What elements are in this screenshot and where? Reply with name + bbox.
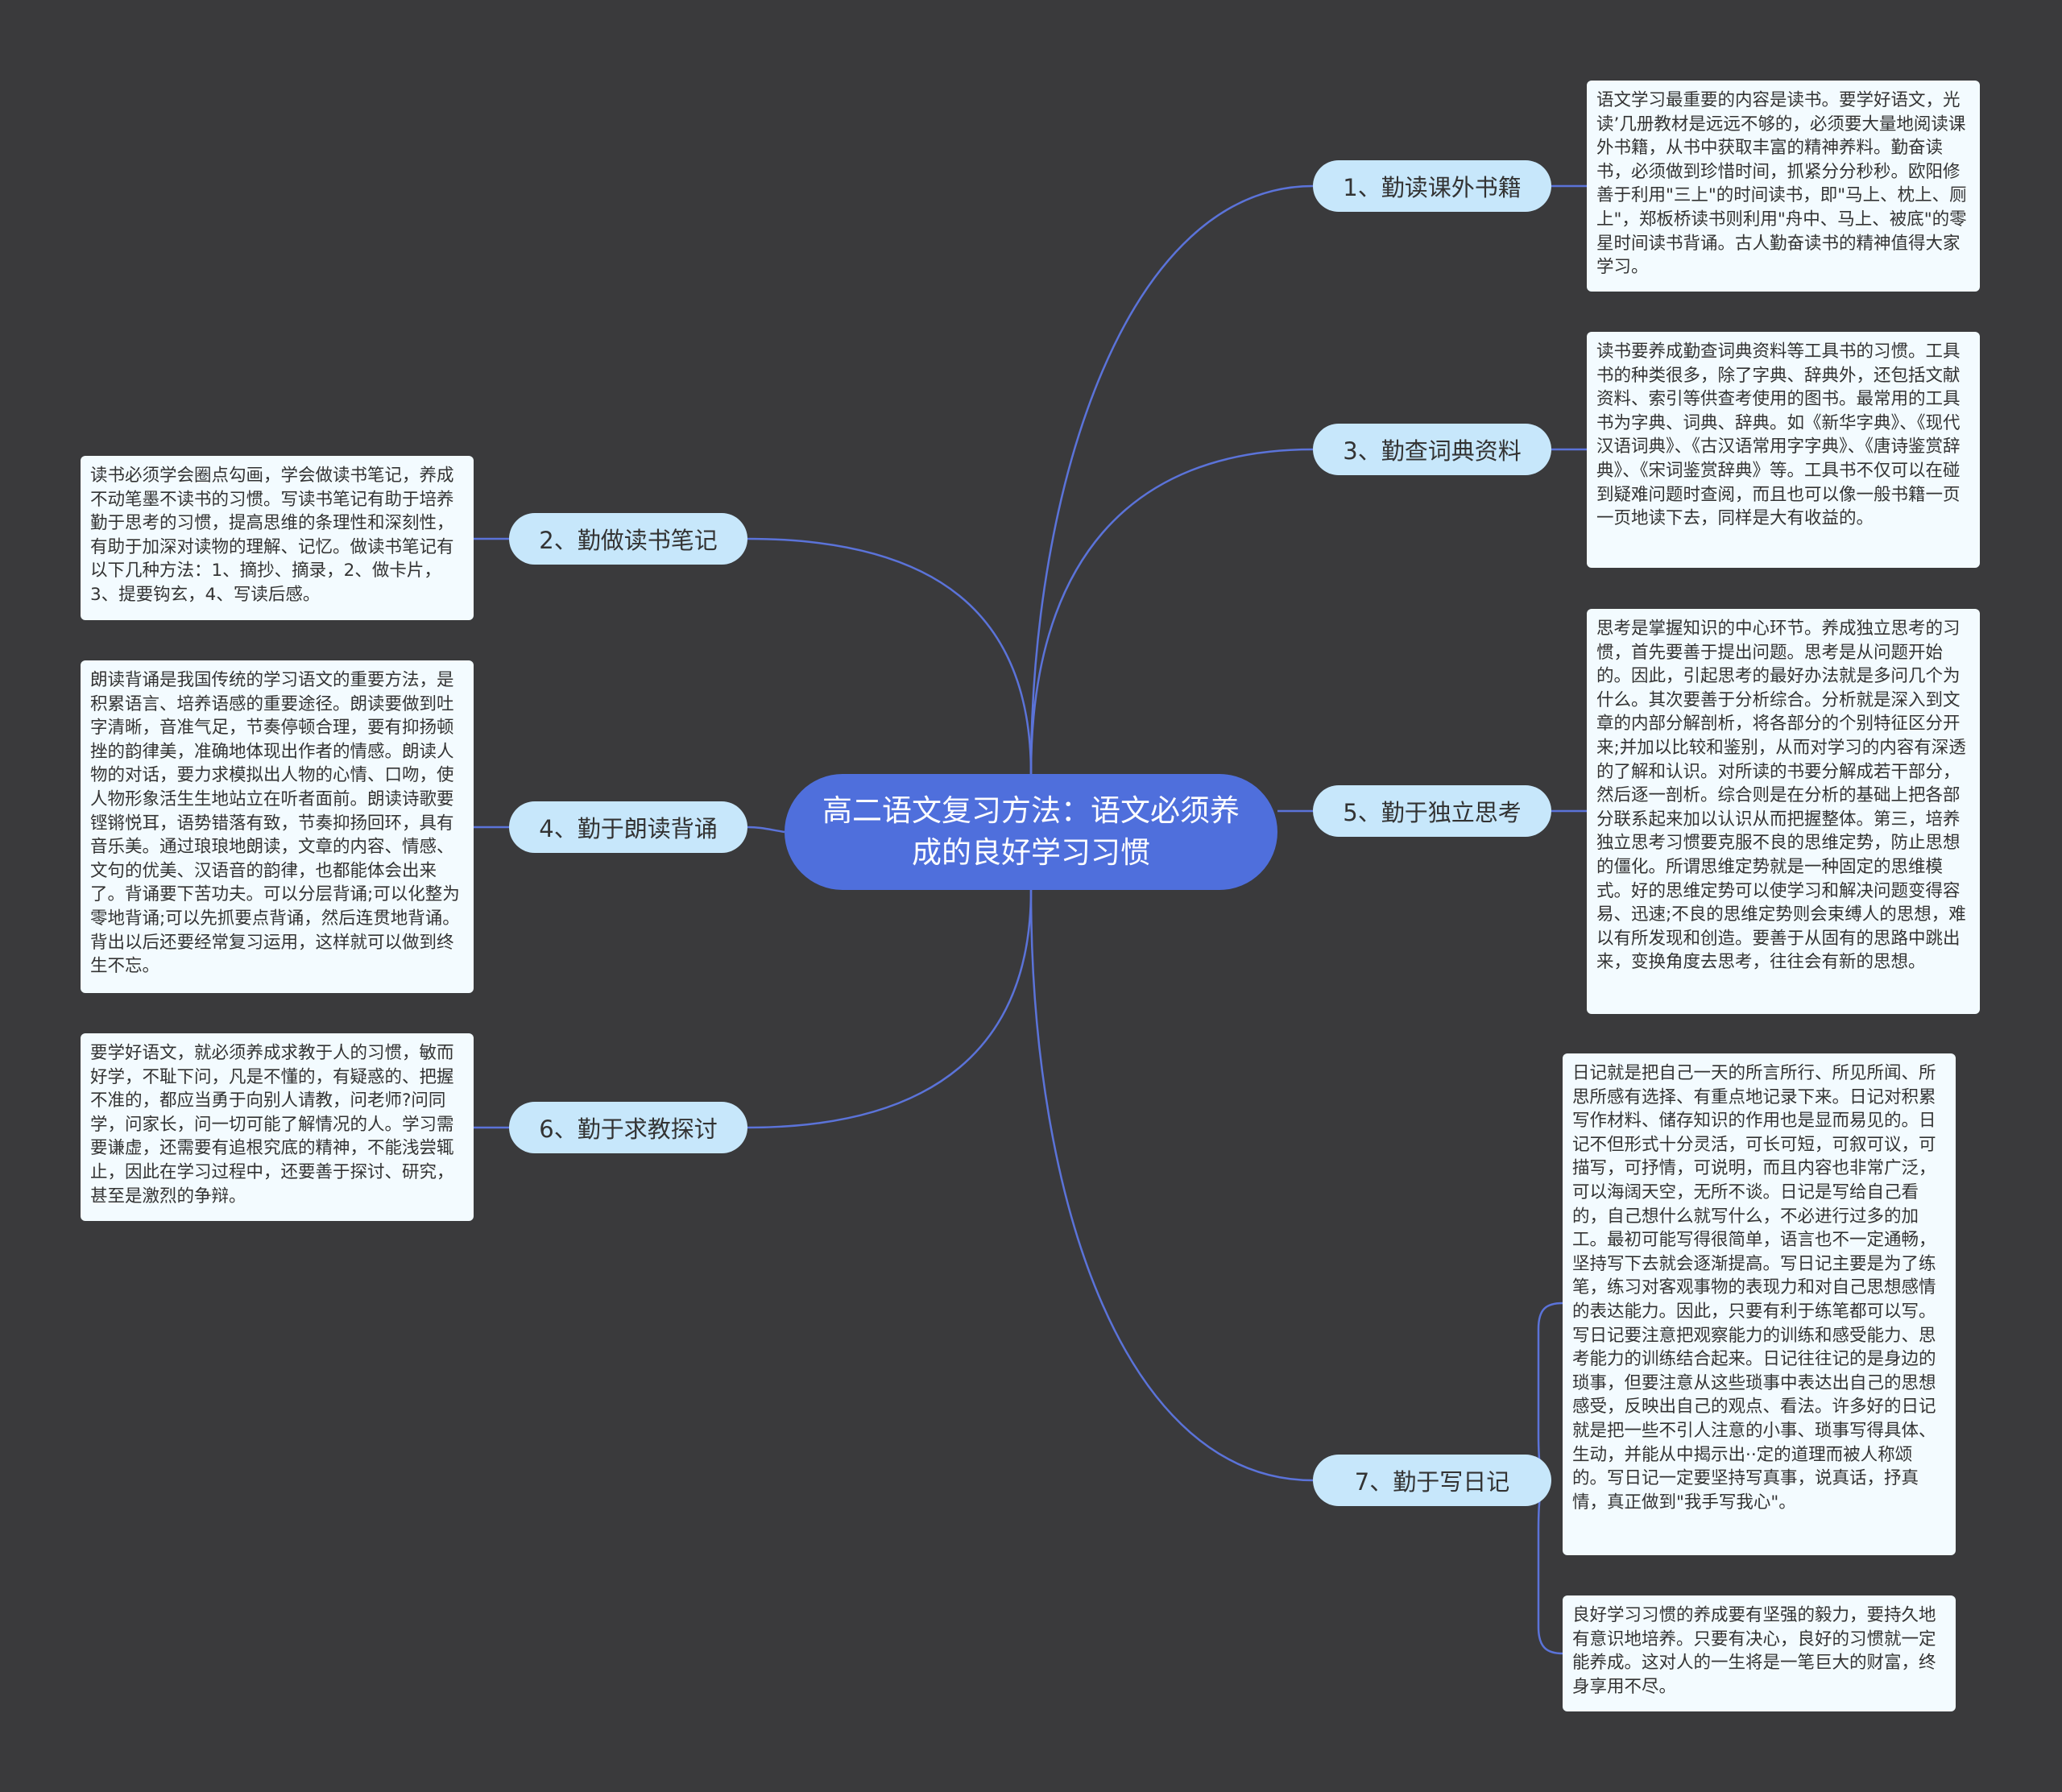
note-branch-3: 读书要养成勤查词典资料等工具书的习惯。工具书的种类很多，除了字典、辞典外，还包括…: [1587, 332, 1980, 568]
branch-2-label: 2、勤做读书笔记: [539, 527, 718, 554]
branch-3-label: 3、勤查词典资料: [1343, 437, 1522, 465]
note-branch-6-text: 要学好语文，就必须养成求教于人的习惯，敏而好学，不耻下问，凡是不懂的，有疑惑的、…: [90, 1043, 454, 1206]
branch-7-label: 7、勤于写日记: [1354, 1468, 1510, 1496]
note-branch-2-text: 读书必须学会圈点勾画，学会做读书笔记，养成不动笔墨不读书的习惯。写读书笔记有助于…: [90, 466, 454, 605]
root-topic-label: 高二语文复习方法：语文必须养成的良好学习习惯: [822, 793, 1240, 870]
branch-6-label: 6、勤于求教探讨: [539, 1115, 718, 1143]
branch-7[interactable]: 7、勤于写日记: [1313, 1455, 1551, 1506]
branch-5-label: 5、勤于独立思考: [1343, 799, 1522, 826]
link-branch-7-note-1: [1537, 1302, 1563, 1482]
note-branch-2: 读书必须学会圈点勾画，学会做读书笔记，养成不动笔墨不读书的习惯。写读书笔记有助于…: [81, 456, 474, 620]
link-root-branch-4: [747, 826, 785, 834]
note-branch-7-diary: 日记就是把自己一天的所言所行、所见所闻、所思所感有选择、有重点地记录下来。日记对…: [1563, 1053, 1956, 1555]
branch-1[interactable]: 1、勤读课外书籍: [1313, 160, 1551, 212]
note-branch-7-diary-text: 日记就是把自己一天的所言所行、所见所闻、所思所感有选择、有重点地记录下来。日记对…: [1572, 1063, 1936, 1513]
root-topic[interactable]: 高二语文复习方法：语文必须养成的良好学习习惯: [785, 774, 1277, 890]
note-branch-7-summary-text: 良好学习习惯的养成要有坚强的毅力，要持久地有意识地培养。只要有决心，良好的习惯就…: [1572, 1605, 1936, 1697]
link-branch-7-note-2: [1537, 1479, 1563, 1655]
link-root-branch-3: [1029, 448, 1314, 775]
note-branch-1-text: 语文学习最重要的内容是读书。要学好语文，光读’几册教材是远远不够的，必须要大量地…: [1596, 90, 1967, 278]
branch-4[interactable]: 4、勤于朗读背诵: [509, 801, 747, 853]
note-branch-4: 朗读背诵是我国传统的学习语文的重要方法，是积累语言、培养语感的重要途径。朗读要做…: [81, 660, 474, 993]
note-branch-5-text: 思考是掌握知识的中心环节。养成独立思考的习惯，首先要善于提出问题。思考是从问题开…: [1596, 619, 1966, 973]
note-branch-6: 要学好语文，就必须养成求教于人的习惯，敏而好学，不耻下问，凡是不懂的，有疑惑的、…: [81, 1033, 474, 1221]
note-branch-4-text: 朗读背诵是我国传统的学习语文的重要方法，是积累语言、培养语感的重要途径。朗读要做…: [90, 670, 460, 977]
link-root-branch-7: [1029, 889, 1314, 1482]
link-root-branch-1: [1029, 184, 1314, 775]
branch-1-label: 1、勤读课外书籍: [1343, 174, 1522, 201]
branch-6[interactable]: 6、勤于求教探讨: [509, 1102, 747, 1153]
link-root-branch-2: [747, 537, 1033, 775]
note-branch-3-text: 读书要养成勤查词典资料等工具书的习惯。工具书的种类很多，除了字典、辞典外，还包括…: [1596, 341, 1961, 529]
branch-4-label: 4、勤于朗读背诵: [539, 815, 718, 842]
note-branch-7-summary: 良好学习习惯的养成要有坚强的毅力，要持久地有意识地培养。只要有决心，良好的习惯就…: [1563, 1595, 1956, 1711]
branch-2[interactable]: 2、勤做读书笔记: [509, 513, 747, 565]
link-root-branch-6: [747, 889, 1033, 1129]
branch-5[interactable]: 5、勤于独立思考: [1313, 785, 1551, 837]
branch-3[interactable]: 3、勤查词典资料: [1313, 424, 1551, 475]
note-branch-5: 思考是掌握知识的中心环节。养成独立思考的习惯，首先要善于提出问题。思考是从问题开…: [1587, 609, 1980, 1014]
note-branch-1: 语文学习最重要的内容是读书。要学好语文，光读’几册教材是远远不够的，必须要大量地…: [1587, 81, 1980, 292]
